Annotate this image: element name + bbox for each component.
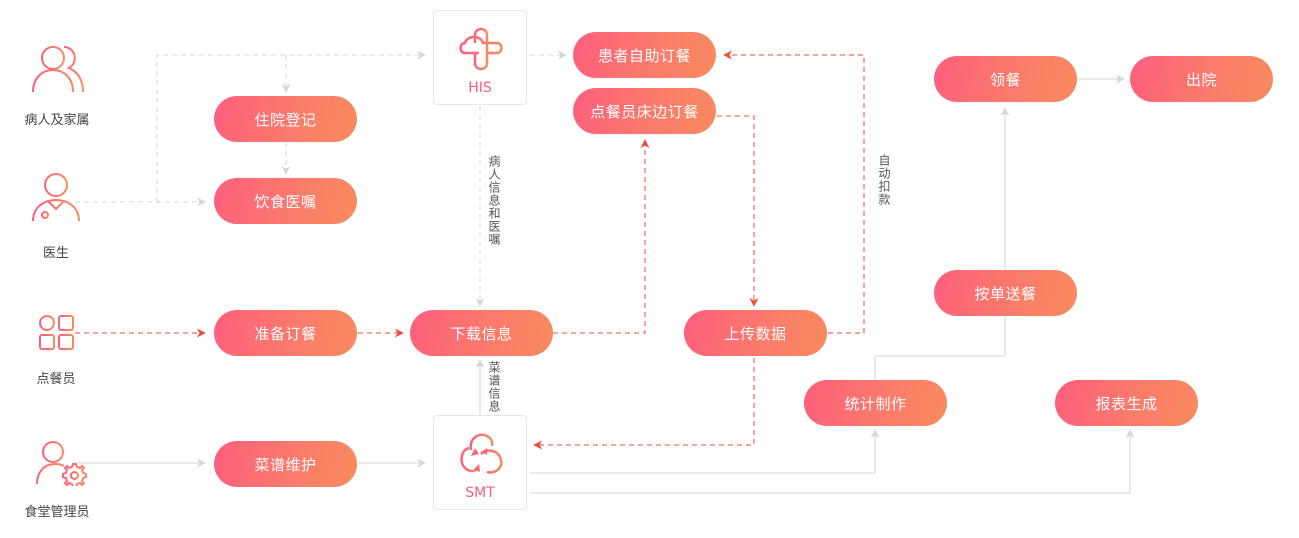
edge-download-to-bedside [553, 139, 650, 334]
edge-smt-to-statistics [530, 429, 880, 474]
people-icon [32, 46, 84, 93]
system-label: HIS [468, 80, 492, 96]
edge-label-auto-deduct: 自动扣款 [877, 154, 891, 206]
system-smt[interactable]: SMT [433, 415, 527, 510]
edge-statistics-to-deliver [874, 316, 1006, 380]
step-prepare-order[interactable]: 准备订餐 [214, 310, 357, 356]
role-label: 点餐员 [36, 372, 76, 387]
step-admission[interactable]: 住院登记 [214, 96, 357, 142]
system-his[interactable]: HIS [433, 10, 527, 105]
apps-grid-icon [39, 315, 74, 350]
role-canteen-admin: 食堂管理员 [7, 440, 107, 524]
step-upload-data[interactable]: 上传数据 [684, 310, 827, 356]
edge-upload-to-self-order [723, 50, 865, 334]
role-label: 病人及家属 [24, 113, 90, 128]
role-order-clerk: 点餐员 [6, 312, 106, 387]
step-diet-order[interactable]: 饮食医嘱 [214, 178, 357, 224]
cloud-sync-icon [460, 433, 503, 474]
edge-bedside-to-upload [717, 115, 759, 307]
edge-doctor-to-his [156, 50, 426, 202]
edge-upload-to-smt [533, 358, 755, 450]
step-download-info[interactable]: 下载信息 [410, 310, 553, 356]
step-discharge[interactable]: 出院 [1130, 56, 1273, 102]
user-gear-icon [36, 441, 87, 486]
step-bedside-order[interactable]: 点餐员床边订餐 [573, 88, 716, 134]
step-report[interactable]: 报表生成 [1055, 380, 1198, 426]
step-statistics[interactable]: 统计制作 [804, 380, 947, 426]
edge-label-patient-info-orders: 病人信息和医嘱 [487, 155, 501, 246]
doctor-icon [32, 173, 80, 222]
role-label: 食堂管理员 [24, 505, 90, 520]
role-label: 医生 [42, 246, 69, 261]
edge-smt-to-report [530, 429, 1135, 494]
step-menu-maintain[interactable]: 菜谱维护 [214, 441, 357, 487]
medical-cross-cloud-icon [459, 27, 503, 71]
step-self-order[interactable]: 患者自助订餐 [573, 32, 716, 78]
step-pickup[interactable]: 领餐 [934, 56, 1077, 102]
step-deliver[interactable]: 按单送餐 [934, 270, 1077, 316]
role-patient-family: 病人及家属 [7, 44, 107, 128]
role-doctor: 医生 [6, 172, 106, 262]
edge-label-menu-info: 菜谱信息 [487, 361, 501, 413]
system-label: SMT [465, 485, 495, 501]
